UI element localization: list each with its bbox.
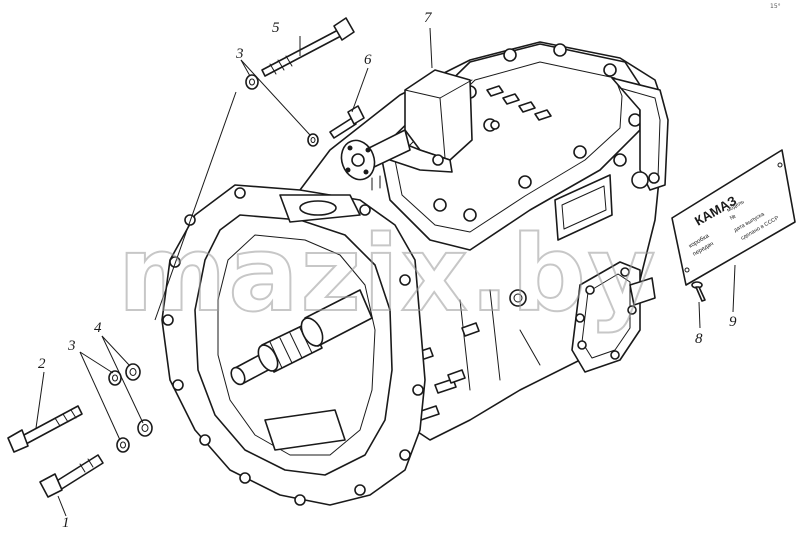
bolt-6 <box>329 105 365 139</box>
bolt-2 <box>7 405 83 453</box>
bell-housing-bolt-holes <box>162 187 424 506</box>
callout-2: 2 <box>38 356 46 372</box>
corner-mark: 15° <box>770 3 781 10</box>
watermark-text: mazix.by <box>118 213 658 335</box>
washers-lower <box>108 363 153 453</box>
callout-7: 7 <box>424 10 433 26</box>
callout-3-lower: 3 <box>67 338 76 354</box>
cover-slots <box>486 85 552 121</box>
input-shaft <box>230 289 373 386</box>
rivet-8 <box>691 281 706 302</box>
leader-lines <box>35 27 736 517</box>
filler-plug <box>509 289 527 307</box>
callout-5: 5 <box>272 20 280 36</box>
callout-numbers: 1 2 3 4 3 5 6 7 8 9 <box>38 10 737 531</box>
callout-1: 1 <box>62 515 70 531</box>
shift-rod-flange <box>340 129 411 191</box>
plate-line4: № <box>729 214 737 222</box>
side-plate <box>554 174 613 241</box>
rear-flange <box>611 77 669 191</box>
callout-8: 8 <box>695 331 703 347</box>
lock-washer-3-upper <box>245 74 319 147</box>
bolt-1 <box>39 454 104 498</box>
callout-4: 4 <box>94 320 102 336</box>
callout-3-upper: 3 <box>235 46 244 62</box>
pto-cover <box>571 261 656 373</box>
name-plate-9: КАМАЗ коробка передач модель № дата выпу… <box>671 149 796 286</box>
transmission-assembly <box>161 41 669 506</box>
bolt-5 <box>261 17 355 77</box>
callout-9: 9 <box>729 314 737 330</box>
callout-6: 6 <box>364 52 372 68</box>
